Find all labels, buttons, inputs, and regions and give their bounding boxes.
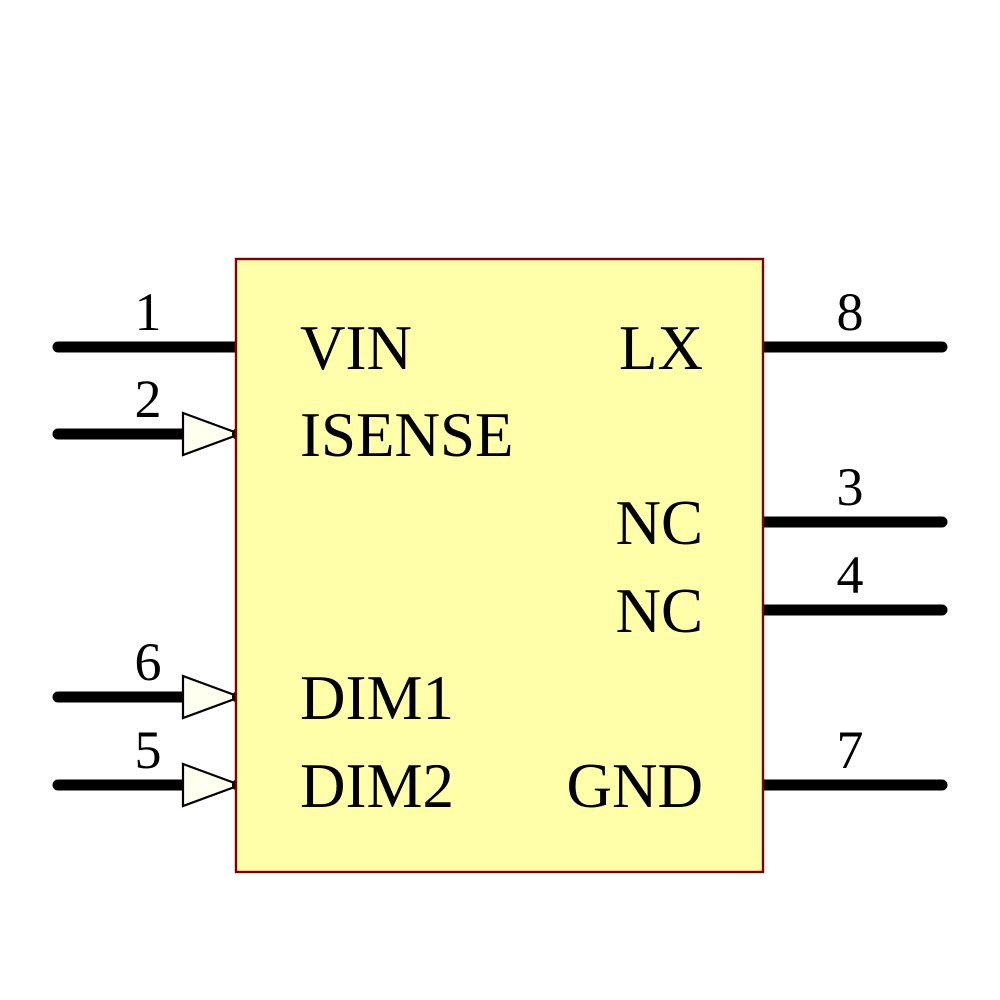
port-label-dim1: DIM1	[300, 663, 454, 733]
port-label-nc-3: NC	[615, 488, 703, 558]
pin-5-dim2[interactable]: 5	[52, 720, 244, 808]
pin-8-number: 8	[837, 282, 864, 342]
pin-1-number: 1	[135, 282, 162, 342]
pin-4-number: 4	[837, 545, 864, 605]
left-pin-group: 1 2 6 5	[52, 282, 246, 808]
pin-2-isense[interactable]: 2	[52, 369, 244, 457]
pin-2-input-arrow-icon	[181, 411, 244, 457]
component-body[interactable]	[234, 257, 765, 874]
port-label-nc-4: NC	[615, 576, 703, 646]
port-label-vin: VIN	[300, 313, 412, 383]
port-label-lx: LX	[619, 313, 703, 383]
right-pin-group: 8 3 4 7	[754, 282, 948, 791]
pin-4-nc[interactable]: 4	[754, 545, 948, 616]
pin-3-number: 3	[837, 457, 864, 517]
pin-5-input-arrow-icon	[181, 762, 244, 808]
port-label-gnd: GND	[567, 751, 704, 821]
pin-5-number: 5	[135, 720, 162, 780]
pin-3-nc[interactable]: 3	[754, 457, 948, 528]
pin-6-input-arrow-icon	[181, 674, 244, 720]
pin-6-number: 6	[135, 632, 162, 692]
pin-7-gnd[interactable]: 7	[754, 720, 948, 791]
port-label-isense: ISENSE	[300, 400, 514, 470]
pin-2-number: 2	[135, 369, 162, 429]
pin-1-vin[interactable]: 1	[52, 282, 246, 353]
port-label-dim2: DIM2	[300, 751, 454, 821]
pin-6-dim1[interactable]: 6	[52, 632, 244, 720]
pin-7-number: 7	[837, 720, 864, 780]
port-label-group: VIN ISENSE DIM1 DIM2 LX NC NC GND	[300, 313, 703, 821]
pin-8-lx[interactable]: 8	[754, 282, 948, 353]
